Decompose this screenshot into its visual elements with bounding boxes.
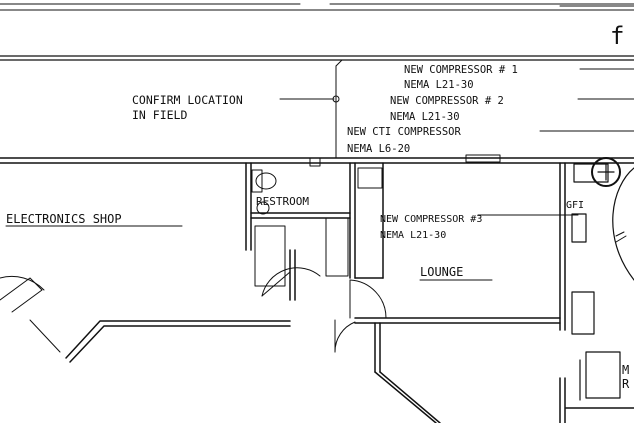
cti-receptacle-symbol <box>465 154 501 163</box>
confirm-location-line1: CONFIRM LOCATION <box>132 93 243 107</box>
leader-lines <box>279 59 634 216</box>
upper-fixture <box>309 157 321 167</box>
room-label-restroom: RESTROOM <box>256 195 309 208</box>
door-swings <box>0 267 387 353</box>
confirm-location-line2: IN FIELD <box>132 108 187 122</box>
right-equipment <box>571 157 634 401</box>
room-label-electronics-shop: ELECTRONICS SHOP <box>6 212 122 226</box>
sink <box>256 201 270 215</box>
sheet-label: f <box>610 22 624 50</box>
restroom-door <box>261 271 291 297</box>
toilet-tank <box>251 169 263 193</box>
cabinet-2 <box>571 291 595 335</box>
edge-label-m: M <box>622 363 629 377</box>
compressor-2-nema: NEMA L21-30 <box>390 111 460 123</box>
restroom-storage <box>325 217 349 277</box>
cti-compressor-nema: NEMA L6-20 <box>347 143 410 155</box>
cti-compressor-label: NEW CTI COMPRESSOR <box>347 126 461 138</box>
toilet-bowl <box>255 172 277 190</box>
wall-unit <box>357 167 383 189</box>
compressor-3-label: NEW COMPRESSOR #3 <box>380 214 482 225</box>
annotations: CONFIRM LOCATION IN FIELD NEW COMPRESSOR… <box>132 64 518 241</box>
cabinet-1 <box>571 213 587 243</box>
margin-marks <box>615 231 627 243</box>
room-labels: ELECTRONICS SHOP RESTROOM LOUNGE GFI M R <box>5 195 630 391</box>
compressor-2-label: NEW COMPRESSOR # 2 <box>390 95 504 107</box>
title-block-lines <box>0 3 634 61</box>
gfi-label: GFI <box>566 200 584 211</box>
room-label-lounge: LOUNGE <box>420 265 463 279</box>
counter <box>573 163 609 183</box>
equipment-curve <box>612 167 634 281</box>
compressor-1-label: NEW COMPRESSOR # 1 <box>404 64 518 76</box>
cabinet-3 <box>585 351 621 399</box>
restroom-fixtures <box>251 157 383 287</box>
restroom-partition <box>254 225 286 287</box>
compressor-3-outlet <box>591 157 621 187</box>
compressor-1-nema: NEMA L21-30 <box>404 79 474 91</box>
exterior-wall <box>0 154 634 164</box>
edge-label-r: R <box>622 377 630 391</box>
compressor-3-nema: NEMA L21-30 <box>380 230 446 241</box>
